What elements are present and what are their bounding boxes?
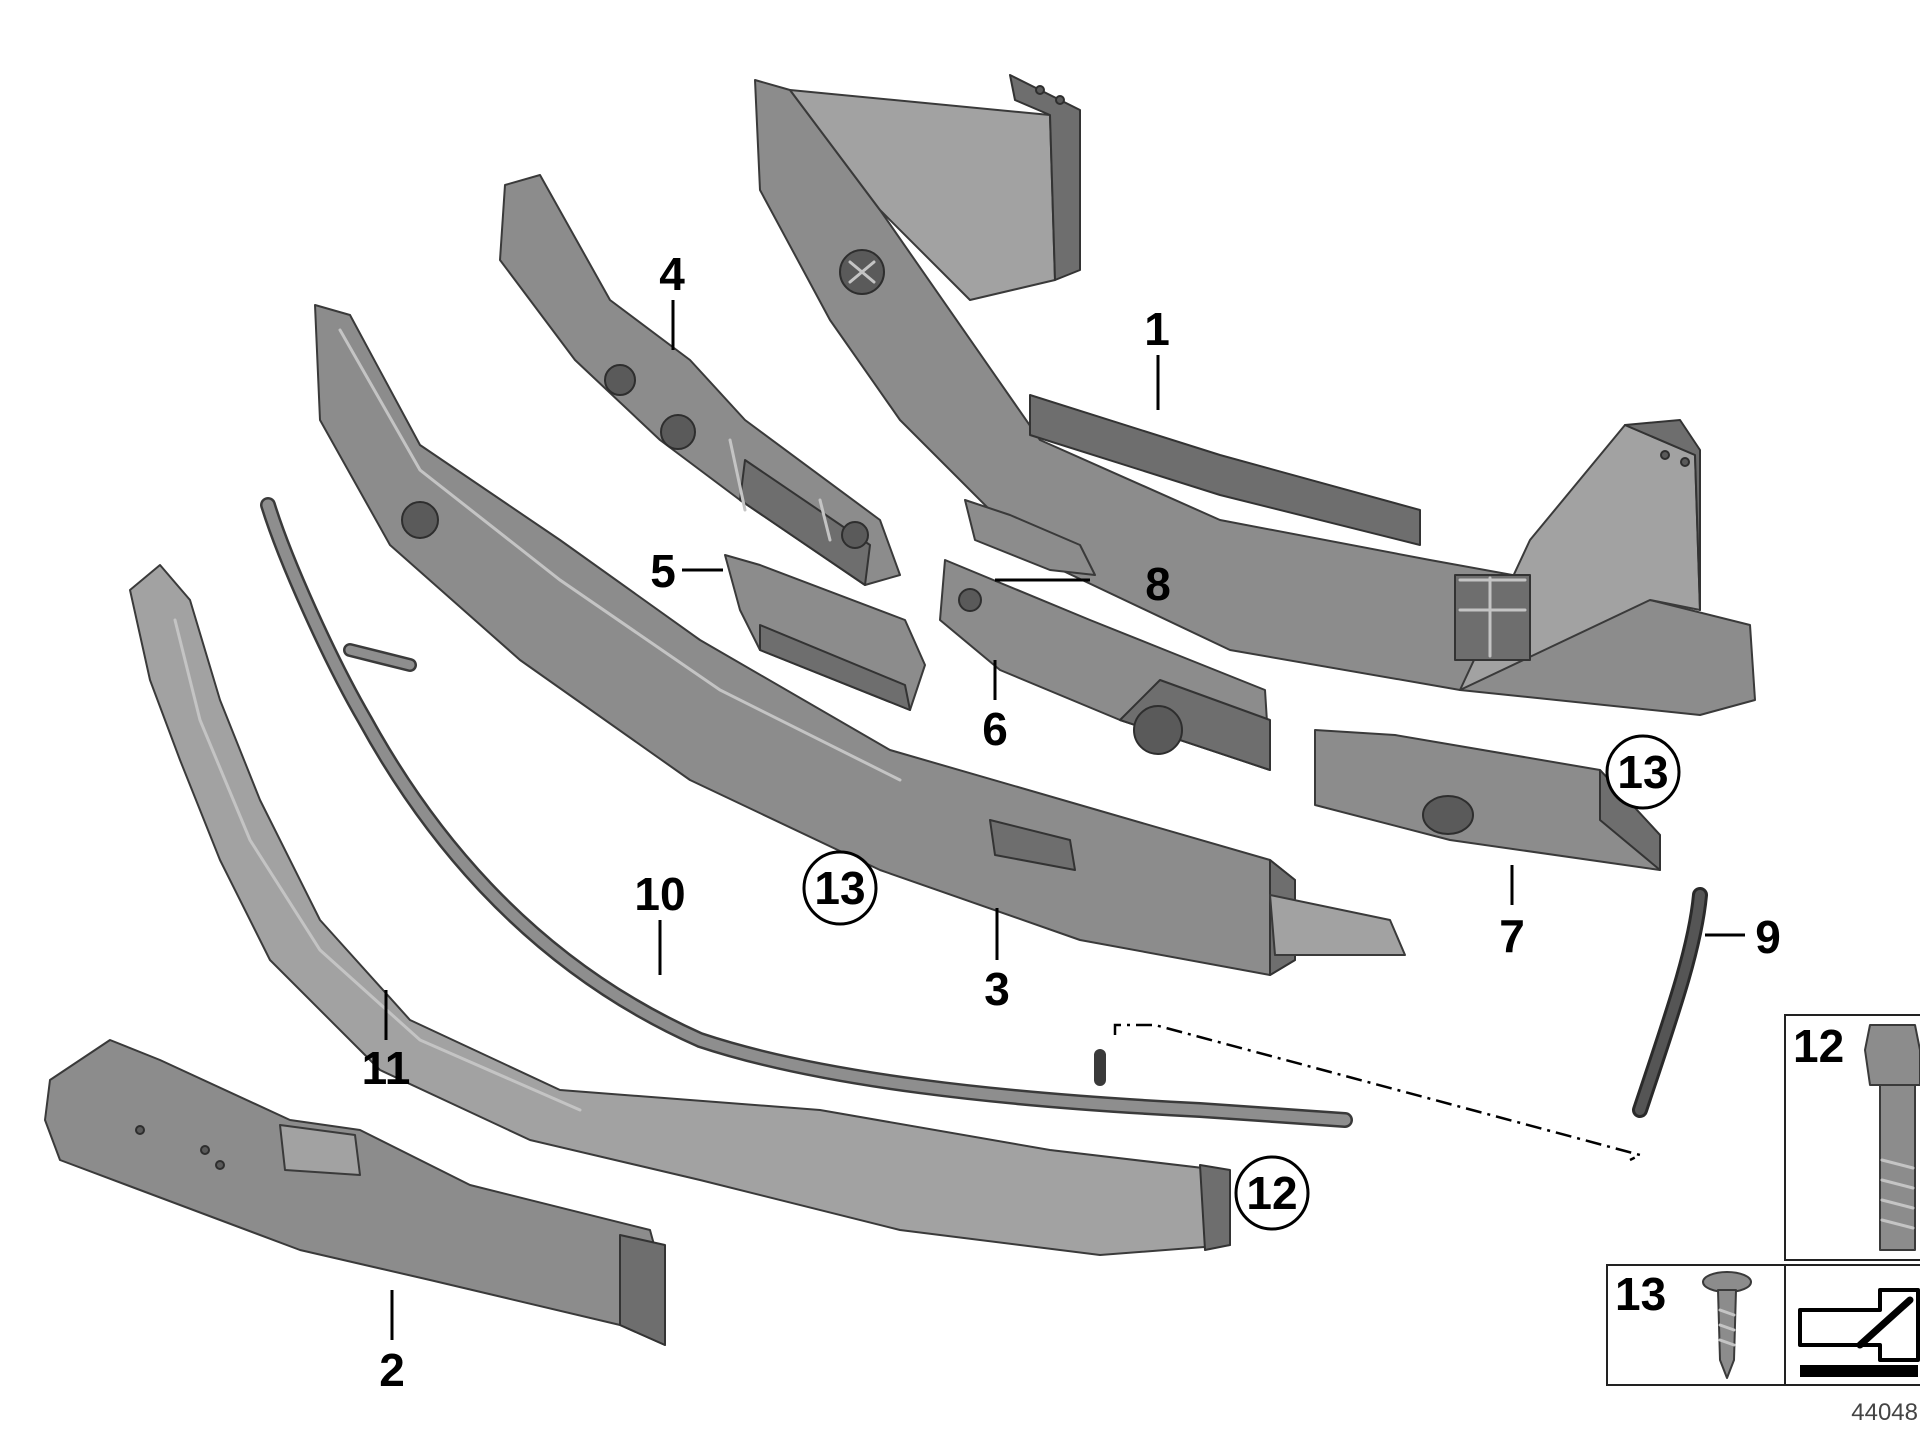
assembly-arrow-icon — [1798, 1288, 1920, 1377]
svg-text:13: 13 — [1617, 746, 1668, 798]
callout-5: 5 — [650, 545, 676, 597]
bracket-part-6[interactable] — [939, 559, 1271, 771]
bracket-part-5[interactable] — [724, 554, 926, 711]
bumper-carrier-part-1[interactable] — [754, 74, 1756, 716]
legend-box-bolt-12: 12 — [1784, 1014, 1920, 1261]
reference-number: 44048 — [1851, 1399, 1918, 1426]
callout-4: 4 — [659, 248, 685, 300]
callout-6: 6 — [982, 703, 1008, 755]
bolt-icon — [1864, 1024, 1920, 1251]
bracket-part-7[interactable] — [1314, 729, 1661, 871]
clip-part-8[interactable] — [964, 499, 1096, 576]
legend-box-screw-13: 13 — [1606, 1264, 1786, 1386]
lower-absorber-part-2[interactable] — [44, 1039, 666, 1346]
deformation-element-part-4[interactable] — [499, 174, 901, 586]
screw-icon — [1702, 1271, 1752, 1379]
tube-part-10[interactable] — [260, 497, 1353, 1128]
svg-text:12: 12 — [1793, 1020, 1844, 1072]
callout-3: 3 — [984, 963, 1010, 1015]
callout-9: 9 — [1755, 911, 1781, 963]
hose-part-9[interactable] — [1632, 887, 1708, 1118]
leader-lines — [384, 300, 1745, 1340]
legend-box-assembly-symbol — [1784, 1264, 1920, 1386]
callout-10: 10 — [634, 868, 685, 920]
callout-11: 11 — [362, 1042, 411, 1094]
callout-1: 1 — [1144, 303, 1170, 355]
callout-8: 8 — [1145, 558, 1171, 610]
impact-absorber-part-3[interactable] — [314, 304, 1406, 976]
strip-part-11[interactable] — [129, 564, 1231, 1256]
callout-2: 2 — [379, 1344, 405, 1396]
svg-text:13: 13 — [814, 862, 865, 914]
svg-text:13: 13 — [1615, 1268, 1666, 1320]
circled-callout-13-upper: 13 — [1605, 734, 1681, 810]
svg-text:12: 12 — [1246, 1167, 1297, 1219]
circled-callout-12: 12 — [1234, 1155, 1310, 1231]
dashed-connection-line — [1113, 1023, 1644, 1162]
callout-7: 7 — [1499, 910, 1525, 962]
circled-callout-13-middle: 13 — [802, 850, 878, 926]
